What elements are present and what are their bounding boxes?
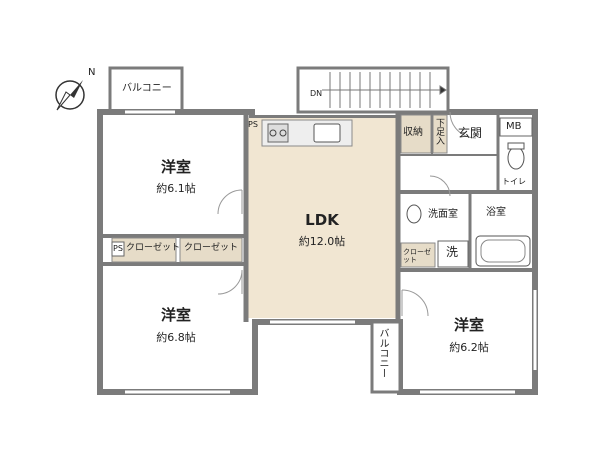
closet-small-label: クローゼット <box>403 248 431 264</box>
mb-label: MB <box>506 121 522 132</box>
washer-box <box>437 240 469 268</box>
closet-right <box>179 237 243 263</box>
western-room-1-size: 約6.1帖 <box>156 182 196 195</box>
washbasin-icon <box>406 204 422 224</box>
door-swing <box>449 111 477 139</box>
stairs <box>322 72 447 108</box>
entrance-label: 玄関 <box>458 126 483 140</box>
closet-small <box>400 242 436 268</box>
ldk-name: LDK <box>305 211 339 229</box>
western-room-1-name: 洋室 <box>160 158 192 176</box>
storage-label: 収納 <box>403 127 423 138</box>
washer-label: 洗 <box>446 245 459 259</box>
compass-north-label: N <box>88 67 96 78</box>
windows <box>125 110 537 394</box>
balcony-top-label: バルコニー <box>122 83 172 94</box>
western-room-3-name: 洋室 <box>453 316 485 334</box>
toilet-tank <box>507 142 525 150</box>
toilet-label: トイレ <box>502 177 526 186</box>
balcony-bottom <box>370 320 402 394</box>
ldk-floor <box>246 118 398 318</box>
shoe-box-label: 下足入 <box>434 118 444 145</box>
burner-icon <box>279 129 287 137</box>
storage-box <box>400 114 432 154</box>
stairs-dn-label: DN <box>310 89 323 98</box>
ldk-size: 約12.0帖 <box>298 235 346 248</box>
bath-label: 浴室 <box>486 207 506 218</box>
balcony-bottom-label: バルコニー <box>377 328 388 378</box>
ps-left-label: PS <box>113 244 123 253</box>
burner-icon <box>269 129 277 137</box>
compass-icon <box>55 80 85 111</box>
door-swing <box>429 175 451 197</box>
washroom-label: 洗面室 <box>428 209 458 220</box>
window-lines <box>125 109 538 395</box>
sink <box>313 123 341 143</box>
ps-top-label: PS <box>248 120 258 129</box>
bathtub-inner <box>480 239 526 263</box>
mb-box <box>499 117 533 137</box>
stove <box>267 123 289 143</box>
shoe-box <box>432 114 448 154</box>
closet-left-label: クローゼット <box>126 243 181 253</box>
door-swing <box>401 289 429 317</box>
closet-right-label: クローゼット <box>184 243 239 253</box>
toilet-icon <box>507 146 525 170</box>
door-swing <box>217 189 243 215</box>
western-room-2-name: 洋室 <box>160 306 192 324</box>
ps-left-box <box>111 241 125 257</box>
western-room-2-size: 約6.8帖 <box>156 331 196 344</box>
western-room-3-size: 約6.2帖 <box>449 341 489 354</box>
